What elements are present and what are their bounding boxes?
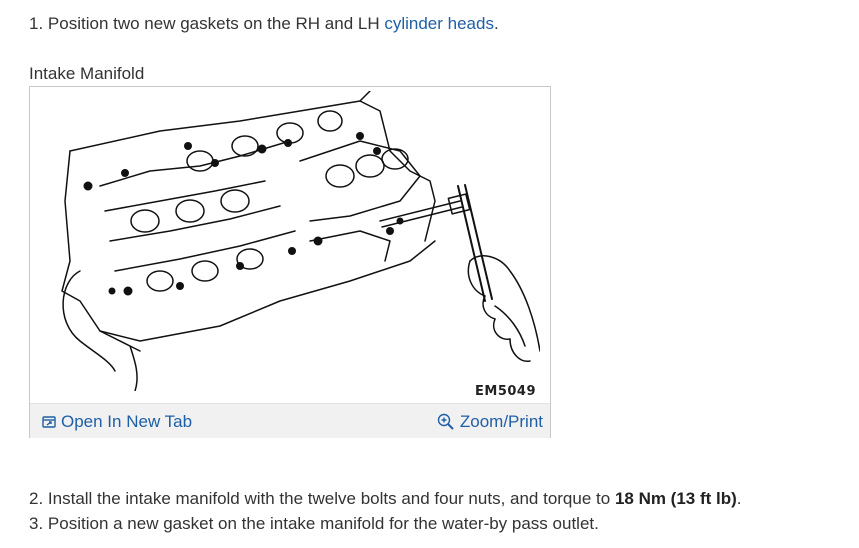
step-number: 1. — [29, 14, 44, 33]
cylinder-heads-link[interactable]: cylinder heads — [384, 14, 494, 33]
step-text: Position a new gasket on the intake mani… — [47, 514, 599, 533]
open-in-new-tab-button[interactable]: Open In New Tab — [42, 412, 192, 432]
figure-action-bar: Open In New Tab Zoom/Print — [30, 403, 550, 438]
figure-code: EM5049 — [475, 384, 536, 399]
step-number: 2. — [29, 489, 44, 508]
figure-container: EM5049 Open In New Tab Zoom/Print — [29, 86, 551, 438]
torque-value: 18 Nm (13 ft lb) — [614, 489, 737, 508]
zoom-print-label: Zoom/Print — [459, 412, 543, 431]
step-number: 3. — [29, 514, 44, 533]
step-3: 3. Position a new gasket on the intake m… — [29, 513, 599, 535]
figure-caption: Intake Manifold — [29, 64, 145, 83]
step-punctuation: . — [493, 14, 499, 33]
step-1: 1. Position two new gaskets on the RH an… — [29, 13, 499, 35]
step-text: Install the intake manifold with the twe… — [47, 489, 611, 508]
open-new-tab-icon — [42, 415, 56, 429]
zoom-in-icon — [437, 413, 455, 431]
zoom-print-button[interactable]: Zoom/Print — [437, 412, 543, 432]
step-punctuation: . — [736, 489, 742, 508]
step-2: 2. Install the intake manifold with the … — [29, 488, 742, 510]
intake-manifold-illustration — [61, 91, 540, 391]
open-in-new-tab-label: Open In New Tab — [61, 412, 193, 431]
step-text: Position two new gaskets on the RH and L… — [47, 14, 380, 33]
